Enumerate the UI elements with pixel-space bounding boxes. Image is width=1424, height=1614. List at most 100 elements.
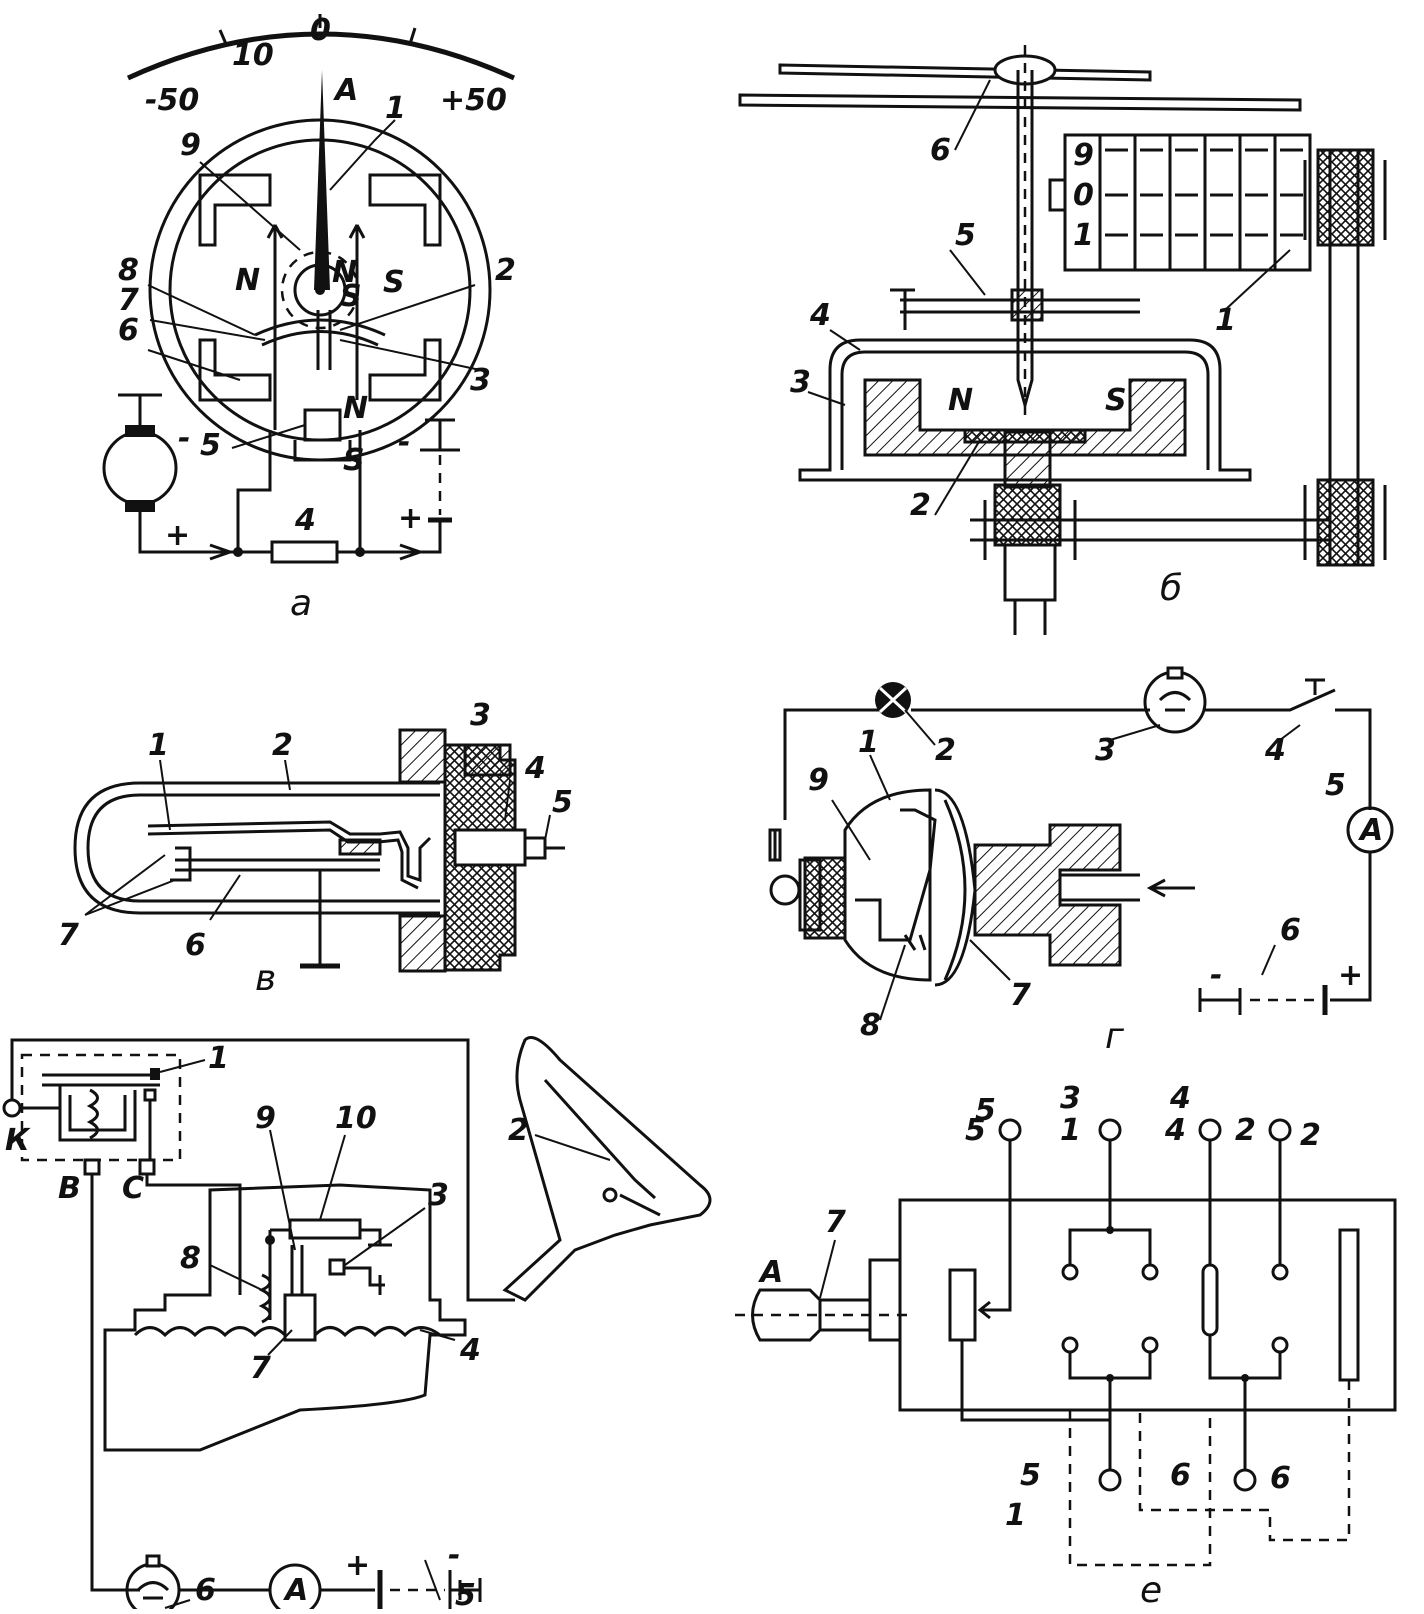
terminal-e-4 — [1198, 1118, 1222, 1142]
leader-d-10 — [319, 1134, 346, 1221]
terminal-e-1 — [1098, 1468, 1122, 1492]
caption-e: е — [1140, 1570, 1162, 1609]
hand-mark-6: 6 — [1170, 1458, 1191, 1493]
horn-node — [265, 1235, 275, 1245]
leader-d-6 — [164, 1599, 191, 1609]
bulb-outer-shell — [73, 781, 440, 915]
contacts-8 — [903, 934, 927, 951]
g-wire-left — [783, 708, 880, 820]
caption-b: б — [1160, 568, 1182, 609]
lamp-2-cross — [878, 686, 908, 714]
rheostat-resistor — [948, 1268, 977, 1342]
terminal-e-2 — [1268, 1118, 1292, 1142]
callout-d-3: 3 — [428, 1178, 449, 1213]
bridge-bottom-node — [1106, 1374, 1114, 1382]
insulator-body — [803, 856, 847, 940]
callout-a-7: 7 — [118, 283, 139, 318]
relay-1-box — [20, 1053, 182, 1162]
callout-g-2: 2 — [935, 733, 956, 768]
terminal-k — [2, 1098, 22, 1118]
terminal-5 — [525, 836, 547, 860]
callout-a-2: 2 — [495, 253, 516, 288]
callout-b-5: 5 — [955, 218, 976, 253]
pole-s-center: S — [340, 279, 362, 314]
flange-top — [398, 728, 447, 784]
current-arrow-left — [190, 543, 235, 561]
sign-battery-plus: + — [398, 501, 423, 536]
callout-v-2: 2 — [272, 728, 293, 763]
leader-g-8 — [879, 944, 906, 1021]
leader-d-9 — [269, 1129, 296, 1251]
battery-minus-plate — [420, 418, 460, 452]
switch-collar — [868, 1258, 902, 1342]
scale-label-minus50: -50 — [145, 83, 199, 118]
leader-g-7 — [969, 939, 1011, 981]
callout-g-7: 7 — [1010, 978, 1031, 1013]
flange-bottom — [398, 914, 447, 973]
pressure-arrow — [1146, 878, 1195, 898]
callout-a-8: 8 — [118, 253, 139, 288]
wire-s-to-horn — [145, 1174, 242, 1295]
generator-symbol — [102, 430, 178, 506]
panel-a-ammeter: -50 10 0 +50 A N N S S N S — [102, 13, 516, 624]
leader-g-6 — [1261, 944, 1276, 976]
drive-shaft-horizontal — [970, 518, 1330, 542]
callout-a-9: 9 — [180, 128, 201, 163]
panel-b-speedometer: 9 0 1 N S 1 2 3 4 — [738, 45, 1387, 635]
callout-b-2: 2 — [910, 488, 931, 523]
ammeter-scale-arc — [126, 31, 516, 81]
leader-d-7 — [267, 1329, 293, 1356]
leader-d-2 — [534, 1134, 611, 1161]
strip-mount — [338, 838, 382, 856]
terminal-e-5 — [998, 1118, 1022, 1142]
resistor-long — [1338, 1228, 1360, 1382]
magnet-spindle-hub — [1003, 430, 1052, 489]
shunt-lead-left — [236, 430, 272, 552]
shaft-letter: A — [758, 1255, 783, 1290]
steering-wheel-spoke — [543, 1078, 657, 1200]
flex-cable-coupling — [1003, 543, 1057, 602]
bulb-inner-shell — [86, 793, 440, 903]
horn-6-symbol — [136, 1581, 170, 1600]
pole-piece-br — [368, 338, 442, 402]
callout-b-1: 1 — [1215, 303, 1236, 338]
leader-g-1 — [869, 754, 891, 801]
buzzer-3 — [1143, 670, 1207, 734]
callout-e-5: 5 — [975, 1093, 996, 1128]
callout-d-7: 7 — [250, 1351, 271, 1386]
pole-piece-tl — [198, 173, 272, 247]
relay-armature — [42, 1073, 160, 1087]
ammeter-d-letter: A — [283, 1573, 308, 1608]
callout-d-9: 9 — [255, 1101, 276, 1136]
leader-g-3 — [1109, 724, 1161, 741]
worm-gear-top — [1316, 148, 1375, 247]
panel-v-sensor: 1 2 3 4 5 6 7 в — [58, 698, 573, 999]
leader-d-1 — [159, 1059, 206, 1073]
generator-brush-top — [125, 425, 155, 437]
contact-2 — [1271, 1263, 1289, 1281]
ammeter-needle — [314, 70, 330, 290]
callout-v-3: 3 — [470, 698, 491, 733]
leader-e-7 — [819, 1239, 836, 1299]
leader-d-4 — [419, 1329, 456, 1341]
callout-e-4: 4 — [1169, 1081, 1191, 1116]
sign-g-minus: - — [1210, 958, 1222, 993]
leader-d-5 — [424, 1559, 441, 1601]
drum-digit-1: 1 — [1073, 218, 1094, 253]
terminal-e-3 — [1098, 1118, 1122, 1142]
contact-bridge-top — [1068, 1140, 1152, 1265]
dashed-connections — [1068, 1380, 1351, 1567]
leader-v-5 — [544, 814, 551, 841]
sign-g-plus: + — [1338, 958, 1363, 993]
callout-d-8: 8 — [180, 1241, 201, 1276]
callout-d-2: 2 — [508, 1113, 529, 1148]
scale-label-0: 0 — [310, 13, 331, 48]
leader-6 — [147, 349, 241, 381]
hand-mark-5b: 5 — [1020, 1458, 1041, 1493]
callout-b-3: 3 — [790, 365, 811, 400]
buzzer-3-symbol — [1158, 691, 1192, 712]
scale-ticks — [218, 14, 417, 45]
fitting-body — [973, 823, 1122, 967]
callout-b-6: 6 — [930, 133, 951, 168]
